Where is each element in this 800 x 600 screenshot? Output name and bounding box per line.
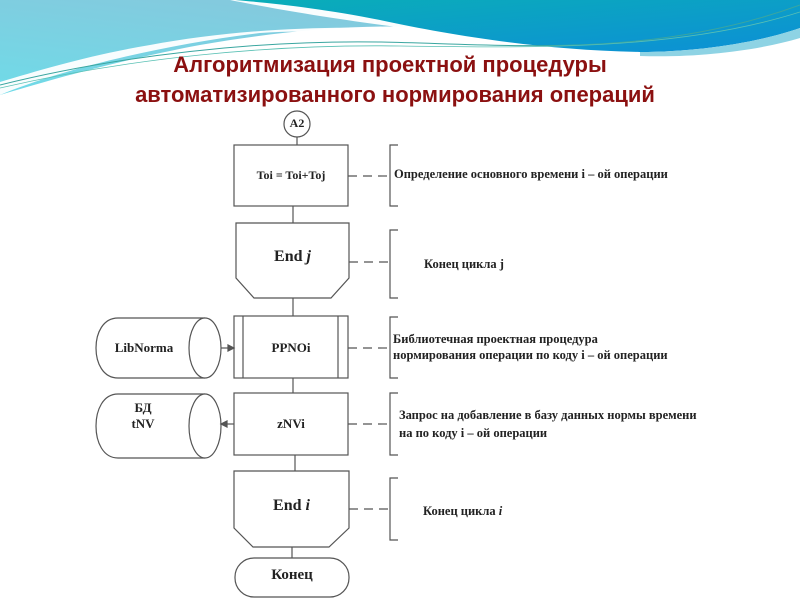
- header-line: [0, 4, 800, 86]
- annotation-end-i: Конец цикла i: [423, 502, 502, 520]
- loop-end-j: [235, 222, 350, 299]
- predefined-process-ppnoi: [233, 315, 349, 379]
- storage-db-tnv-end: [188, 393, 222, 459]
- arrow-head: [227, 344, 236, 352]
- storage-db-tnv-label-line2: tNV: [131, 416, 155, 431]
- loop-end-i-label: End i: [234, 497, 349, 515]
- storage-db-tnv-label-line1: БД: [134, 400, 152, 415]
- annotation-ppnoi-line2: нормирования операции по коду i – ой опе…: [393, 348, 668, 362]
- ppnoi-label: PPNOi: [271, 340, 311, 355]
- storage-libnorma: [95, 317, 205, 379]
- terminator-label: Конец: [271, 567, 313, 583]
- annotation-bracket: [389, 144, 398, 207]
- process-assign-label: Toi = Toi+Toj: [256, 168, 326, 182]
- annotation-bracket: [389, 477, 398, 541]
- storage-db-tnv: [95, 393, 205, 459]
- storage-libnorma-label: LibNorma: [114, 340, 174, 355]
- znvi-label: zNVi: [277, 416, 305, 431]
- annotation-bracket: [389, 392, 398, 456]
- annotation-znvi-line1: Запрос на добавление в базу данных нормы…: [399, 408, 697, 422]
- annotation-end-j: Конец цикла j: [424, 257, 504, 271]
- header-swoosh-edge: [640, 28, 800, 57]
- annotation-bracket: [389, 316, 398, 379]
- annotation-assign: Определение основного времени i – ой опе…: [394, 167, 668, 181]
- annotation-ppnoi-line1: Библиотечная проектная процедура: [393, 332, 598, 346]
- loop-end-j-main: End: [274, 248, 307, 265]
- arrow-head: [219, 420, 228, 428]
- storage-libnorma-end: [188, 317, 222, 379]
- connector-a2-label: A2: [289, 116, 305, 130]
- annotation-end-i-main: Конец цикла: [423, 504, 499, 518]
- slide-title-line-2: автоматизированного нормирования операци…: [135, 82, 655, 107]
- loop-end-j-var: j: [306, 248, 311, 265]
- loop-end-i-main: End: [273, 497, 306, 514]
- slide-title-line-1: Алгоритмизация проектной процедуры: [173, 52, 607, 77]
- header-line-2: [0, 11, 800, 89]
- terminator-end: [234, 557, 350, 598]
- loop-end-i: [233, 470, 350, 548]
- annotation-bracket: [389, 229, 398, 299]
- annotation-end-i-var: i: [498, 504, 503, 518]
- process-box-assign: [233, 144, 349, 207]
- annotation-znvi-line2: на по коду i – ой операции: [399, 426, 548, 440]
- loop-end-j-label: End j: [236, 248, 349, 266]
- loop-end-i-var: i: [305, 497, 310, 514]
